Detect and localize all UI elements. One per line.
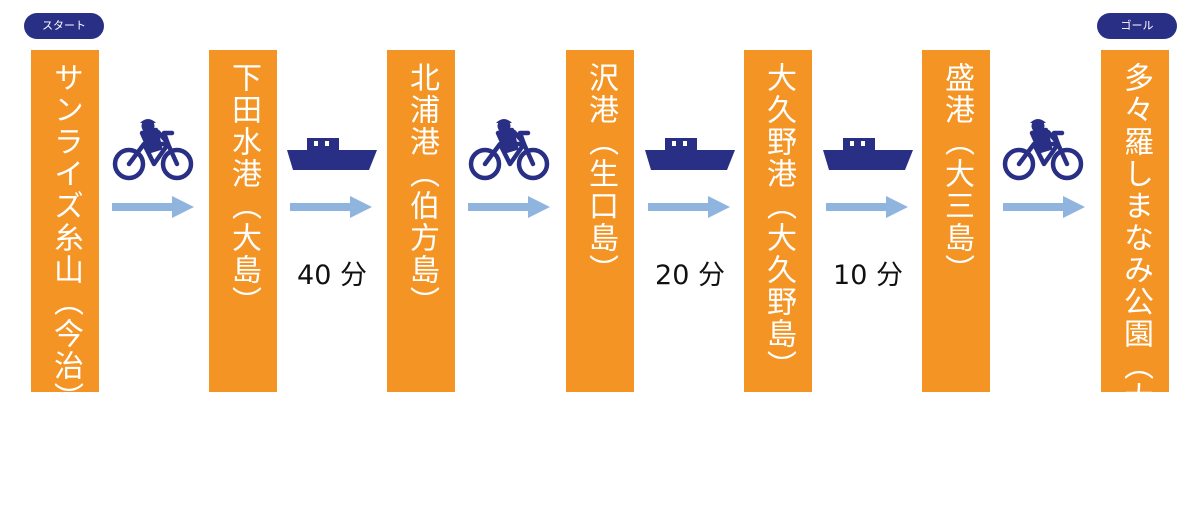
ferry-icon [645,138,735,170]
stop-ohkunoshima-port: 大久野港（大久野島） [744,50,812,392]
start-badge: スタート [24,13,104,39]
duration-label: 10 分 [833,260,903,291]
ferry-icon [287,138,377,170]
stop-label: 多々羅しまなみ公園（大三島） [1118,62,1153,510]
stop-label: 下田水港（大島） [226,62,261,318]
bicycle-icon [112,119,194,181]
stop-shitadami-port: 下田水港（大島） [209,50,277,392]
arrow-right-icon [112,196,194,218]
stop-sunrise-itoyama: サンライズ糸山（今治） [31,50,99,414]
stop-kitaura-port: 北浦港（伯方島） [387,50,455,392]
stop-label: 盛港（大三島） [939,62,974,286]
stop-label: サンライズ糸山（今治） [48,62,83,414]
duration-label: 40 分 [297,260,367,291]
stop-sawa-port: 沢港（生口島） [566,50,634,392]
arrow-right-icon [648,196,730,218]
ferry-icon [823,138,913,170]
stop-label: 北浦港（伯方島） [404,62,439,318]
bicycle-icon [1002,119,1084,181]
bicycle-icon [468,119,550,181]
duration-label: 20 分 [655,260,725,291]
stop-label: 沢港（生口島） [583,62,618,286]
stop-label: 大久野港（大久野島） [761,62,796,382]
arrow-right-icon [826,196,908,218]
stop-tatara-shimanami-park: 多々羅しまなみ公園（大三島） [1101,50,1169,510]
stop-sakari-port: 盛港（大三島） [922,50,990,392]
goal-badge: ゴール [1097,13,1177,39]
arrow-right-icon [290,196,372,218]
arrow-right-icon [1003,196,1085,218]
arrow-right-icon [468,196,550,218]
